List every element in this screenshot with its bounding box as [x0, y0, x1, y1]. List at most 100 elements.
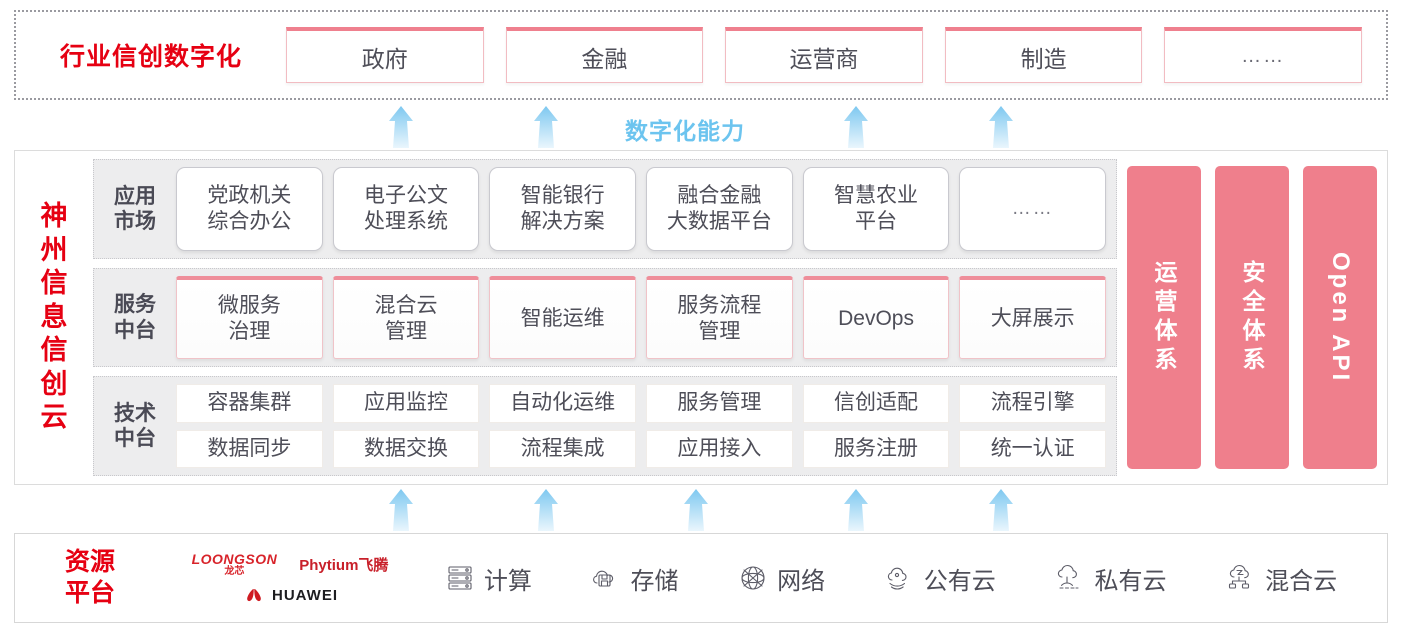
cloud-cell[interactable]: 服务注册: [802, 429, 950, 469]
industry-box-list: 政府金融运营商制造 ……: [286, 27, 1386, 83]
cloud-cell[interactable]: 智慧农业平台: [802, 167, 950, 251]
pillar-label: 运营体系: [1151, 259, 1177, 376]
cloud-cell[interactable]: 电子公文处理系统: [332, 167, 480, 251]
industry-box-finance[interactable]: 金融: [505, 27, 704, 83]
phytium-logo: Phytium飞腾: [299, 556, 389, 574]
network-icon: [738, 563, 768, 593]
industry-band-title: 行业信创数字化: [59, 43, 242, 71]
industry-box-manufacturing[interactable]: 制造: [944, 27, 1143, 83]
resource-item[interactable]: 公有云: [885, 561, 996, 596]
industry-box-carrier[interactable]: 运营商: [725, 27, 923, 83]
cloud-tier-label: 服务中台: [114, 293, 156, 342]
up-arrow-capability: [382, 106, 420, 148]
resource-item-label: 混合云: [1265, 567, 1338, 595]
cloud-tier-label: 应用市场: [114, 184, 156, 233]
pillar-label: 安全体系: [1239, 259, 1265, 376]
cloud-cell[interactable]: DevOps: [802, 275, 950, 360]
resource-item[interactable]: 存储: [591, 561, 678, 596]
resource-platform-title: 资源平台: [64, 547, 115, 607]
resource-item[interactable]: 混合云: [1226, 561, 1337, 596]
cloud-cell[interactable]: 智能银行解决方案: [489, 167, 637, 251]
cloud-title-char: 息: [40, 301, 68, 332]
cloud-cell[interactable]: 自动化运维: [489, 384, 637, 423]
industry-box-government[interactable]: 政府: [286, 27, 484, 83]
private-cloud-icon: [1055, 563, 1085, 593]
industry-box-more[interactable]: ……: [1164, 27, 1362, 83]
cloud-cell[interactable]: 服务管理: [646, 384, 793, 423]
up-arrow-capability: [982, 106, 1020, 148]
server-icon: [445, 563, 475, 593]
digital-capability-label: 数字化能力: [625, 118, 745, 144]
pillar-cn[interactable]: 安全体系: [1215, 166, 1289, 469]
vendor-row-bottom: HUAWEI: [242, 587, 338, 605]
cloud-tier-list: 应用市场党政机关综合办公电子公文处理系统智能银行解决方案融合金融大数据平台智慧农…: [93, 159, 1117, 477]
cloud-cell[interactable]: 微服务治理: [176, 275, 323, 360]
resource-item-list: 计算 存储 网络 公有云 私有云 混合云: [415, 561, 1387, 596]
resource-item-label: 网络: [777, 567, 826, 595]
cloud-tier: 应用市场党政机关综合办公电子公文处理系统智能银行解决方案融合金融大数据平台智慧农…: [93, 159, 1117, 259]
up-arrow-resource: [677, 489, 715, 531]
cloud-cell[interactable]: 统一认证: [959, 429, 1107, 469]
cloud-tier-cells: 容器集群应用监控自动化运维服务管理信创适配流程引擎数据同步数据交换流程集成应用接…: [176, 384, 1107, 469]
hybrid-cloud-icon: [1226, 563, 1256, 593]
cross-cutting-pillar-list: 运营体系 安全体系 Open API: [1127, 159, 1377, 476]
resource-item[interactable]: 网络: [738, 561, 825, 596]
cloud-cell[interactable]: 服务流程管理: [646, 275, 793, 360]
up-arrow-capability: [837, 106, 875, 148]
cloud-tier-subrow: 数据同步数据交换流程集成应用接入服务注册统一认证: [176, 429, 1107, 469]
pillar-cn[interactable]: 运营体系: [1127, 166, 1201, 469]
cloud-cell[interactable]: 流程集成: [489, 429, 637, 469]
storage-cloud-icon: [591, 563, 621, 593]
cloud-title-char: 云: [40, 402, 68, 433]
huawei-logo-text: HUAWEI: [272, 587, 338, 604]
up-arrow-resource: [982, 489, 1020, 531]
public-cloud-icon: [885, 563, 915, 593]
cloud-cell[interactable]: 混合云管理: [332, 275, 480, 360]
loongson-logo-cn: 龙芯: [224, 565, 245, 577]
cloud-cell[interactable]: 数据交换: [332, 429, 480, 469]
cloud-title-char: 信: [40, 268, 68, 299]
cloud-cell[interactable]: 数据同步: [176, 429, 323, 469]
cloud-title-char: 州: [40, 234, 68, 265]
up-arrow-resource: [527, 489, 565, 531]
cloud-platform-title: 神州信息信创云: [15, 151, 93, 484]
cloud-title-char: 信: [40, 335, 68, 366]
cloud-cell[interactable]: 大屏展示: [959, 275, 1107, 360]
resource-item-label: 存储: [630, 567, 679, 595]
cloud-cell[interactable]: 信创适配: [802, 384, 950, 423]
pillar-label: Open API: [1327, 251, 1354, 384]
huawei-logo: HUAWEI: [242, 587, 338, 605]
cloud-platform-body: 应用市场党政机关综合办公电子公文处理系统智能银行解决方案融合金融大数据平台智慧农…: [93, 151, 1387, 484]
cloud-cell[interactable]: 融合金融大数据平台: [646, 167, 793, 251]
loongson-logo-text: LOONGSON: [191, 550, 278, 567]
huawei-petal-icon: [247, 588, 261, 601]
cloud-tier-subrow: 容器集群应用监控自动化运维服务管理信创适配流程引擎: [176, 384, 1107, 423]
cloud-cell[interactable]: 智能运维: [489, 275, 637, 360]
cloud-cell[interactable]: 党政机关综合办公: [176, 167, 323, 251]
cloud-cell[interactable]: 应用接入: [646, 429, 793, 469]
cloud-tier-label: 技术中台: [114, 401, 156, 451]
resource-item[interactable]: 私有云: [1055, 561, 1166, 596]
cloud-title-char: 创: [40, 368, 68, 399]
cloud-title-char: 神: [40, 201, 68, 232]
cloud-cell[interactable]: 应用监控: [332, 384, 480, 423]
industry-band: 行业信创数字化 政府金融运营商制造 ……: [14, 10, 1388, 100]
cloud-cell[interactable]: ……: [959, 167, 1107, 251]
cloud-tier: 技术中台容器集群应用监控自动化运维服务管理信创适配流程引擎数据同步数据交换流程集…: [93, 376, 1117, 477]
resource-item[interactable]: 计算: [445, 561, 532, 596]
up-arrow-resource: [837, 489, 875, 531]
resource-item-label: 计算: [483, 567, 532, 595]
up-arrow-capability: [527, 106, 565, 148]
resource-item-label: 私有云: [1094, 567, 1167, 595]
up-arrow-resource: [382, 489, 420, 531]
cloud-platform-panel: 神州信息信创云 应用市场党政机关综合办公电子公文处理系统智能银行解决方案融合金融…: [14, 150, 1388, 485]
pillar-open-api[interactable]: Open API: [1303, 166, 1377, 469]
cloud-cell[interactable]: 容器集群: [176, 384, 323, 423]
cloud-cell[interactable]: 流程引擎: [959, 384, 1107, 423]
